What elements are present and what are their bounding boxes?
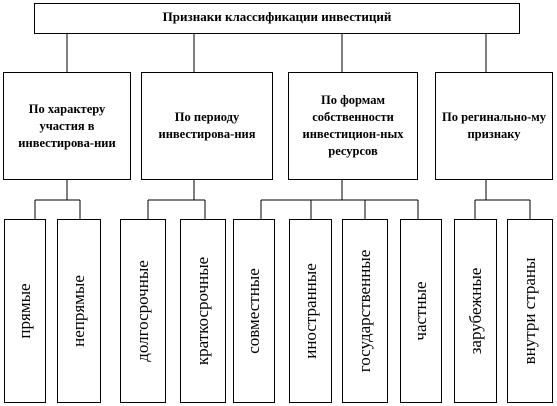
category-label: По формам собственности инвестицион-ных … (302, 93, 404, 158)
category-label: По регинально-му признаку (441, 110, 547, 141)
root-box: Признаки классификации инвестиций (34, 3, 520, 34)
leaf-label: зарубежные (465, 267, 485, 355)
leaf-label: иностранные (300, 263, 320, 359)
leaf-joint: совместные (233, 219, 275, 403)
leaf-foreign: иностранные (289, 219, 332, 403)
category-regional: По регинально-му признаку (435, 72, 553, 180)
leaf-label: совместные (244, 268, 263, 354)
leaf-indirect: непрямые (57, 219, 101, 403)
category-ownership: По формам собственности инвестицион-ных … (288, 72, 418, 180)
leaf-direct: прямые (4, 219, 46, 403)
leaf-label: краткосрочные (193, 256, 212, 366)
leaf-label: частные (411, 281, 430, 341)
leaf-long-term: долгосрочные (120, 219, 166, 403)
leaf-domestic: внутри страны (507, 219, 553, 403)
leaf-label: непрямые (69, 275, 88, 347)
leaf-state: государственные (342, 219, 388, 403)
leaf-abroad: зарубежные (454, 219, 497, 403)
leaf-private: частные (400, 219, 442, 403)
category-period: По периоду инвестирова-ния (141, 72, 273, 180)
leaf-label: государственные (355, 249, 374, 373)
leaf-label: долгосрочные (133, 260, 152, 362)
category-label: По периоду инвестирова-ния (158, 110, 256, 141)
category-participation: По характеру участия в инвестирова-нии (3, 72, 131, 180)
leaf-short-term: краткосрочные (180, 219, 226, 403)
root-title: Признаки классификации инвестиций (162, 9, 392, 24)
category-label: По характеру участия в инвестирова-нии (18, 101, 116, 150)
leaf-label: прямые (15, 283, 34, 339)
leaf-label: внутри страны (520, 257, 539, 365)
